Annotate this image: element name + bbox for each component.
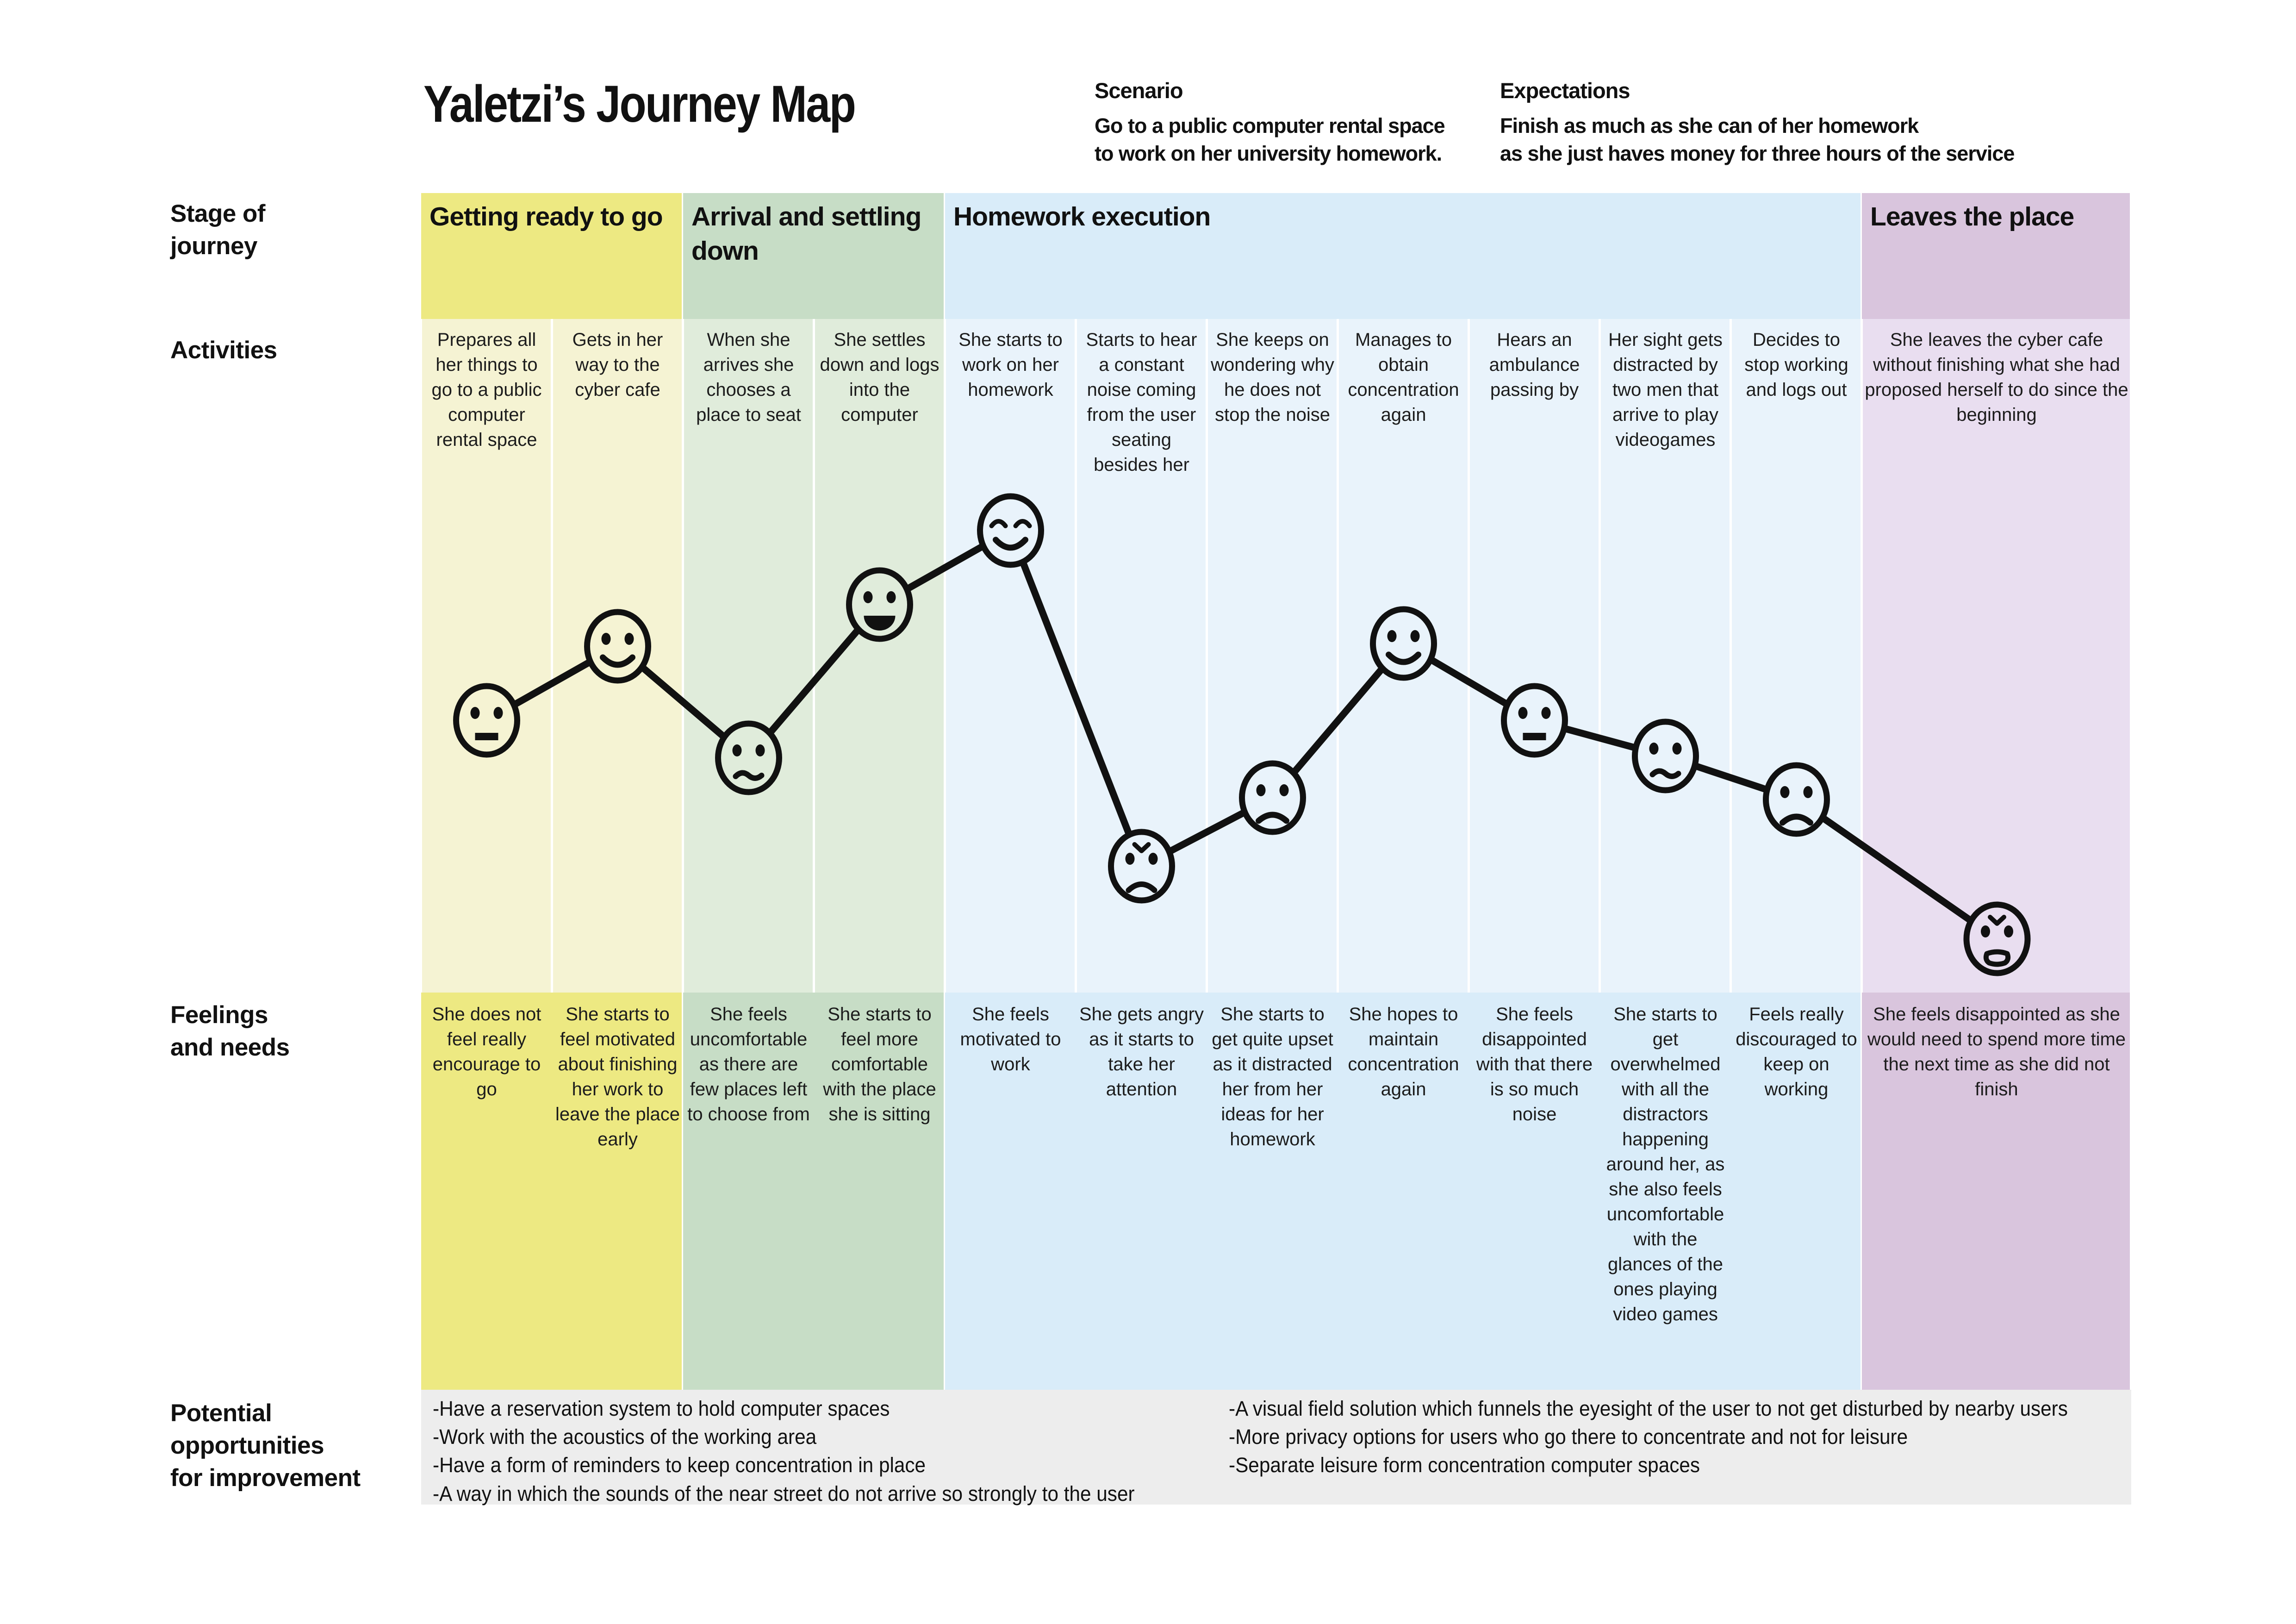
expectations-text: Finish as much as she can of her homewor… [1500, 114, 2015, 165]
column-strip [684, 319, 813, 993]
emotion-face-neutral [453, 683, 520, 758]
activity-cell: Starts to hear a constant noise coming f… [1086, 330, 1197, 475]
feeling-cell: She feels motivated to work [960, 1004, 1061, 1074]
emotion-face-grin [846, 567, 913, 642]
feelings-band-purple [1862, 993, 2130, 1390]
emotion-face-smile [1370, 606, 1437, 681]
emotion-polyline [483, 525, 2001, 943]
opportunities-left-list: -Have a reservation system to hold compu… [433, 1397, 1135, 1505]
feeling-cell: She starts to feel more comfortable with… [823, 1004, 936, 1124]
feeling-cell: She does not feel really encourage to go [432, 1004, 541, 1099]
feeling-cell: She starts to feel motivated about finis… [555, 1004, 680, 1149]
row-label-opportunities: Potential opportunities for improvement [170, 1399, 361, 1492]
activity-cell: She settles down and logs into the compu… [820, 330, 940, 425]
column-strip [1601, 319, 1730, 993]
activity-cell: She leaves the cyber cafe without finish… [1865, 330, 2128, 425]
emotion-face-sad [1239, 760, 1306, 835]
emotion-face-rage [1963, 901, 2031, 976]
emotion-face-neutral [1501, 683, 1568, 758]
emotion-face-angry [1108, 829, 1175, 904]
column-strip [1208, 319, 1337, 993]
feeling-cell: She gets angry as it starts to take her … [1079, 1004, 1204, 1099]
expectations-label: Expectations [1500, 78, 1630, 103]
stage-header-yellow [421, 193, 682, 319]
emotion-face-smile [584, 609, 651, 684]
activity-cell: Manages to obtain concentration again [1348, 330, 1459, 425]
feeling-cell: She starts to get overwhelmed with all t… [1606, 1004, 1725, 1324]
stage-header-label: Leaves the place [1870, 202, 2074, 231]
scenario-label: Scenario [1095, 78, 1183, 103]
stage-header-purple [1862, 193, 2130, 319]
row-label-feelings: Feelings and needs [170, 1001, 290, 1061]
activity-cell: When she arrives she chooses a place to … [696, 330, 801, 425]
column-strip [422, 319, 551, 993]
journey-emotion-line-chart [453, 493, 2031, 976]
feeling-cell: She feels disappointed as she would need… [1867, 1004, 2126, 1099]
row-label-activities: Activities [170, 337, 277, 364]
activity-cell: Gets in her way to the cyber cafe [572, 330, 663, 400]
feeling-cell: Feels really discouraged to keep on work… [1736, 1004, 1857, 1099]
row-label-stage: Stage of journey [170, 200, 266, 260]
stage-header-green [683, 193, 944, 319]
activity-cell: She keeps on wondering why he does not s… [1211, 330, 1334, 425]
feeling-cell: She feels uncomfortable as there are few… [687, 1004, 810, 1124]
activity-cell: Her sight gets distracted by two men tha… [1608, 330, 1723, 450]
opportunities-right-list: -A visual field solution which funnels t… [1229, 1397, 2068, 1477]
feelings-band-blue [945, 993, 1860, 1390]
column-strip [946, 319, 1075, 993]
activity-cell: She starts to work on her homework [958, 330, 1063, 400]
emotion-face-worried [1632, 718, 1699, 793]
column-strip [1470, 319, 1599, 993]
stage-header-blue [945, 193, 1860, 319]
feeling-cell: She hopes to maintain concentration agai… [1348, 1004, 1459, 1099]
scenario-text: Go to a public computer rental space to … [1095, 114, 1445, 165]
activity-cell: Hears an ambulance passing by [1489, 330, 1580, 400]
column-strip [1732, 319, 1860, 993]
activity-cell: Prepares all her things to go to a publi… [431, 330, 542, 450]
stage-header-label: Arrival and settling down [691, 202, 921, 266]
feelings-band-green [683, 993, 944, 1390]
feeling-cell: She feels disappointed with that there i… [1476, 1004, 1593, 1124]
feelings-band-yellow [421, 993, 682, 1390]
stage-header-label: Getting ready to go [429, 202, 663, 231]
emotion-face-sad [1763, 762, 1830, 837]
emotion-face-worried [715, 720, 782, 795]
stage-header-label: Homework execution [953, 202, 1211, 231]
page-title: Yaletzi’s Journey Map [423, 75, 856, 133]
emotion-face-relieved [977, 493, 1044, 568]
opportunities-band [421, 1390, 2131, 1505]
feeling-cell: She starts to get quite upset as it dist… [1212, 1004, 1333, 1149]
activity-cell: Decides to stop working and logs out [1744, 330, 1848, 400]
